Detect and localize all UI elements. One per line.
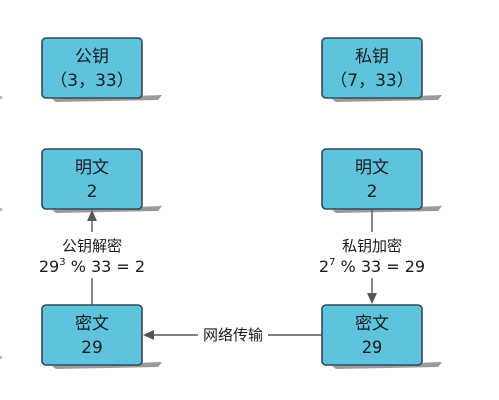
plaintext-right-title: 明文 <box>355 158 389 178</box>
ciphertext-right-title: 密文 <box>355 314 389 334</box>
arrow-left-icon <box>143 330 154 340</box>
private-key-node: 私钥 （7，33） <box>321 37 442 102</box>
decrypt-label: 公钥解密 <box>62 237 122 255</box>
private-key-title: 私钥 <box>355 47 389 67</box>
arrow-up-icon <box>87 210 97 221</box>
public-key-title: 公钥 <box>75 47 109 67</box>
encrypt-label: 私钥加密 <box>342 237 402 255</box>
encrypt-formula-exp: 7 <box>329 257 335 268</box>
plaintext-right-node: 明文 2 <box>321 148 442 213</box>
plaintext-right-value: 2 <box>367 182 378 202</box>
ciphertext-right-node: 密文 29 <box>321 304 442 369</box>
ciphertext-left-value: 29 <box>81 338 103 358</box>
encrypt-formula-base: 2 <box>319 257 329 276</box>
node-box <box>41 37 143 99</box>
decrypt-formula: 293 % 33 = 2 <box>39 257 145 276</box>
encrypt-edge: 私钥加密 27 % 33 = 29 <box>319 209 425 304</box>
left-edge-tick <box>0 96 2 99</box>
plaintext-left-value: 2 <box>87 182 98 202</box>
plaintext-left-title: 明文 <box>75 158 109 178</box>
decrypt-formula-exp: 3 <box>59 257 65 268</box>
left-edge-tick <box>0 356 2 359</box>
plaintext-left-node: 明文 2 <box>41 148 162 213</box>
private-key-value: （7，33） <box>330 71 413 91</box>
node-box <box>321 37 423 99</box>
transmit-label: 网络传输 <box>203 326 263 344</box>
decrypt-formula-rest: % 33 = 2 <box>66 257 146 276</box>
arrow-down-icon <box>367 293 377 304</box>
public-key-node: 公钥 （3，33） <box>41 37 162 102</box>
encrypt-formula-rest: % 33 = 29 <box>335 257 425 276</box>
ciphertext-left-title: 密文 <box>75 314 109 334</box>
encrypt-formula: 27 % 33 = 29 <box>319 257 425 276</box>
node-box <box>41 148 143 210</box>
decrypt-formula-base: 29 <box>39 257 59 276</box>
public-key-value: （3，33） <box>50 71 133 91</box>
ciphertext-left-node: 密文 29 <box>41 304 162 369</box>
transmit-edge: 网络传输 <box>143 326 322 344</box>
ciphertext-right-value: 29 <box>362 338 382 358</box>
left-edge-tick <box>0 208 2 211</box>
decrypt-edge: 公钥解密 293 % 33 = 2 <box>39 210 145 305</box>
